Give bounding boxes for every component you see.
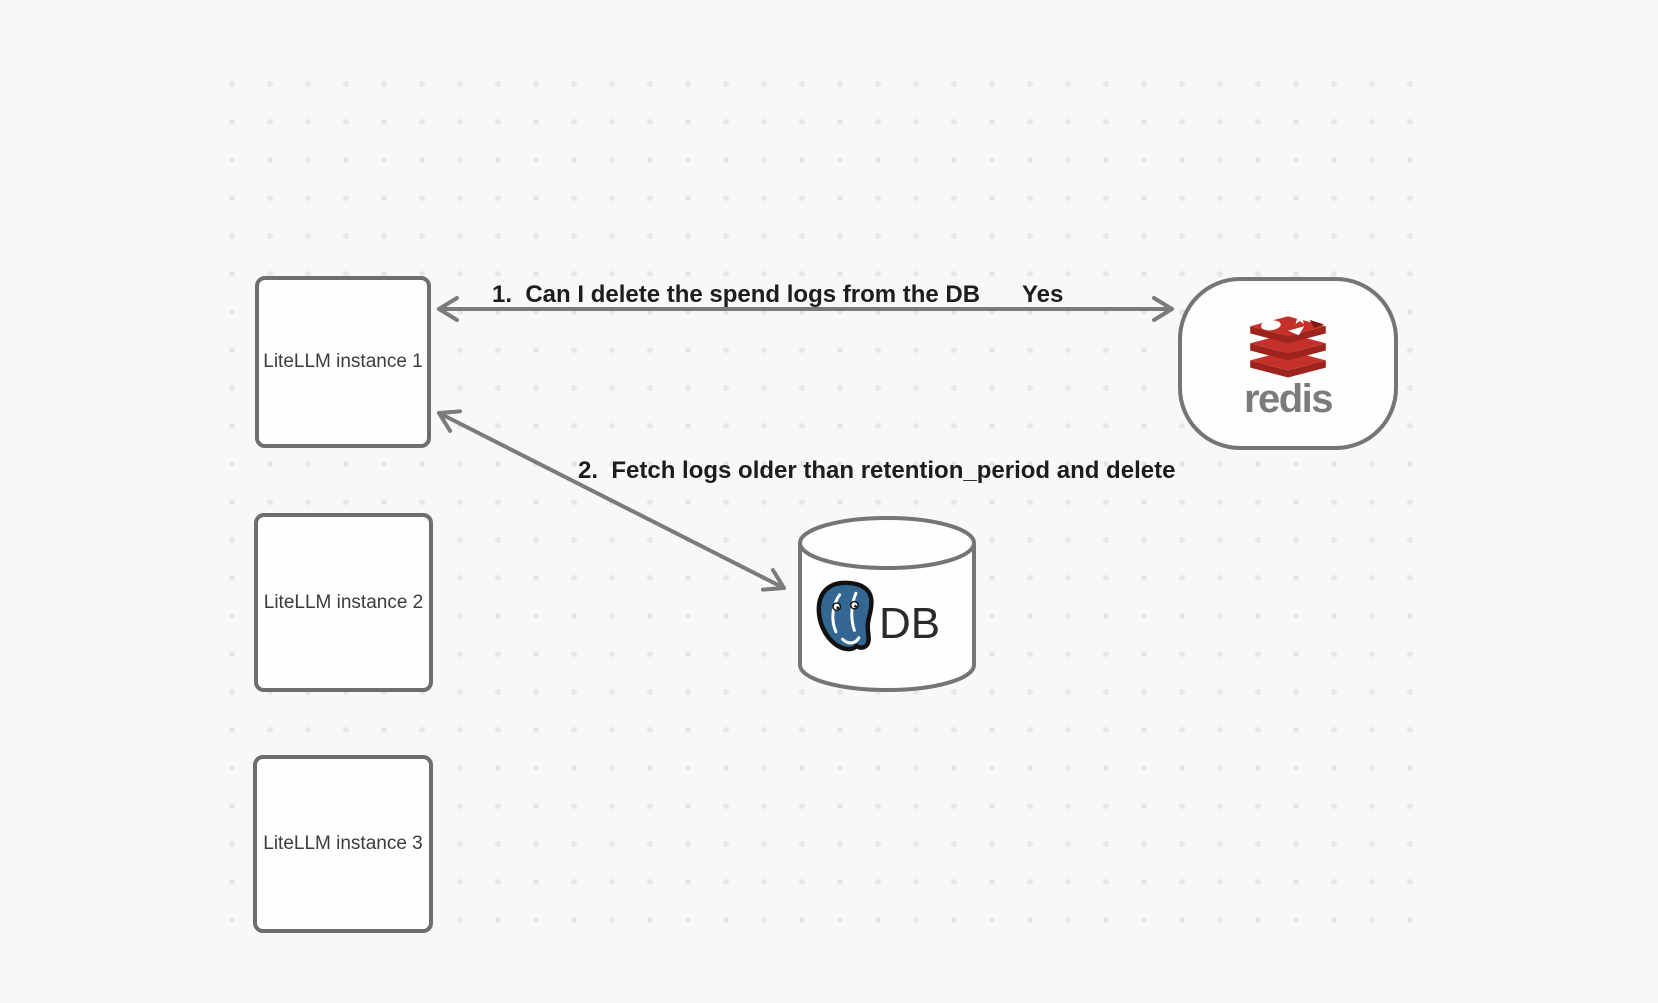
database-label: DB — [879, 599, 941, 648]
redis-cube-stack-icon — [1250, 310, 1326, 377]
node-litellm-instance-2-label: LiteLLM instance 2 — [263, 591, 424, 613]
node-litellm-instance-3-label: LiteLLM instance 3 — [263, 833, 423, 854]
node-redis[interactable]: redis — [1178, 277, 1398, 450]
postgres-elephant-icon — [816, 580, 874, 652]
arrow2-label[interactable]: 2. Fetch logs older than retention_perio… — [578, 457, 1176, 484]
node-litellm-instance-3[interactable]: LiteLLM instance 3 — [253, 755, 433, 933]
node-database[interactable] — [796, 514, 978, 694]
database-content: DB — [810, 580, 940, 654]
node-litellm-instance-2[interactable]: LiteLLM instance 2 — [254, 513, 433, 692]
arrow-instance1-db[interactable] — [437, 409, 786, 592]
redis-wordmark: redis — [1243, 376, 1334, 421]
node-litellm-instance-1[interactable]: LiteLLM instance 1 — [255, 276, 431, 448]
arrow1-question-label[interactable]: 1. Can I delete the spend logs from the … — [492, 281, 981, 308]
arrow1-response-label[interactable]: Yes — [1022, 281, 1064, 308]
node-litellm-instance-1-label: LiteLLM instance 1 — [263, 351, 423, 372]
